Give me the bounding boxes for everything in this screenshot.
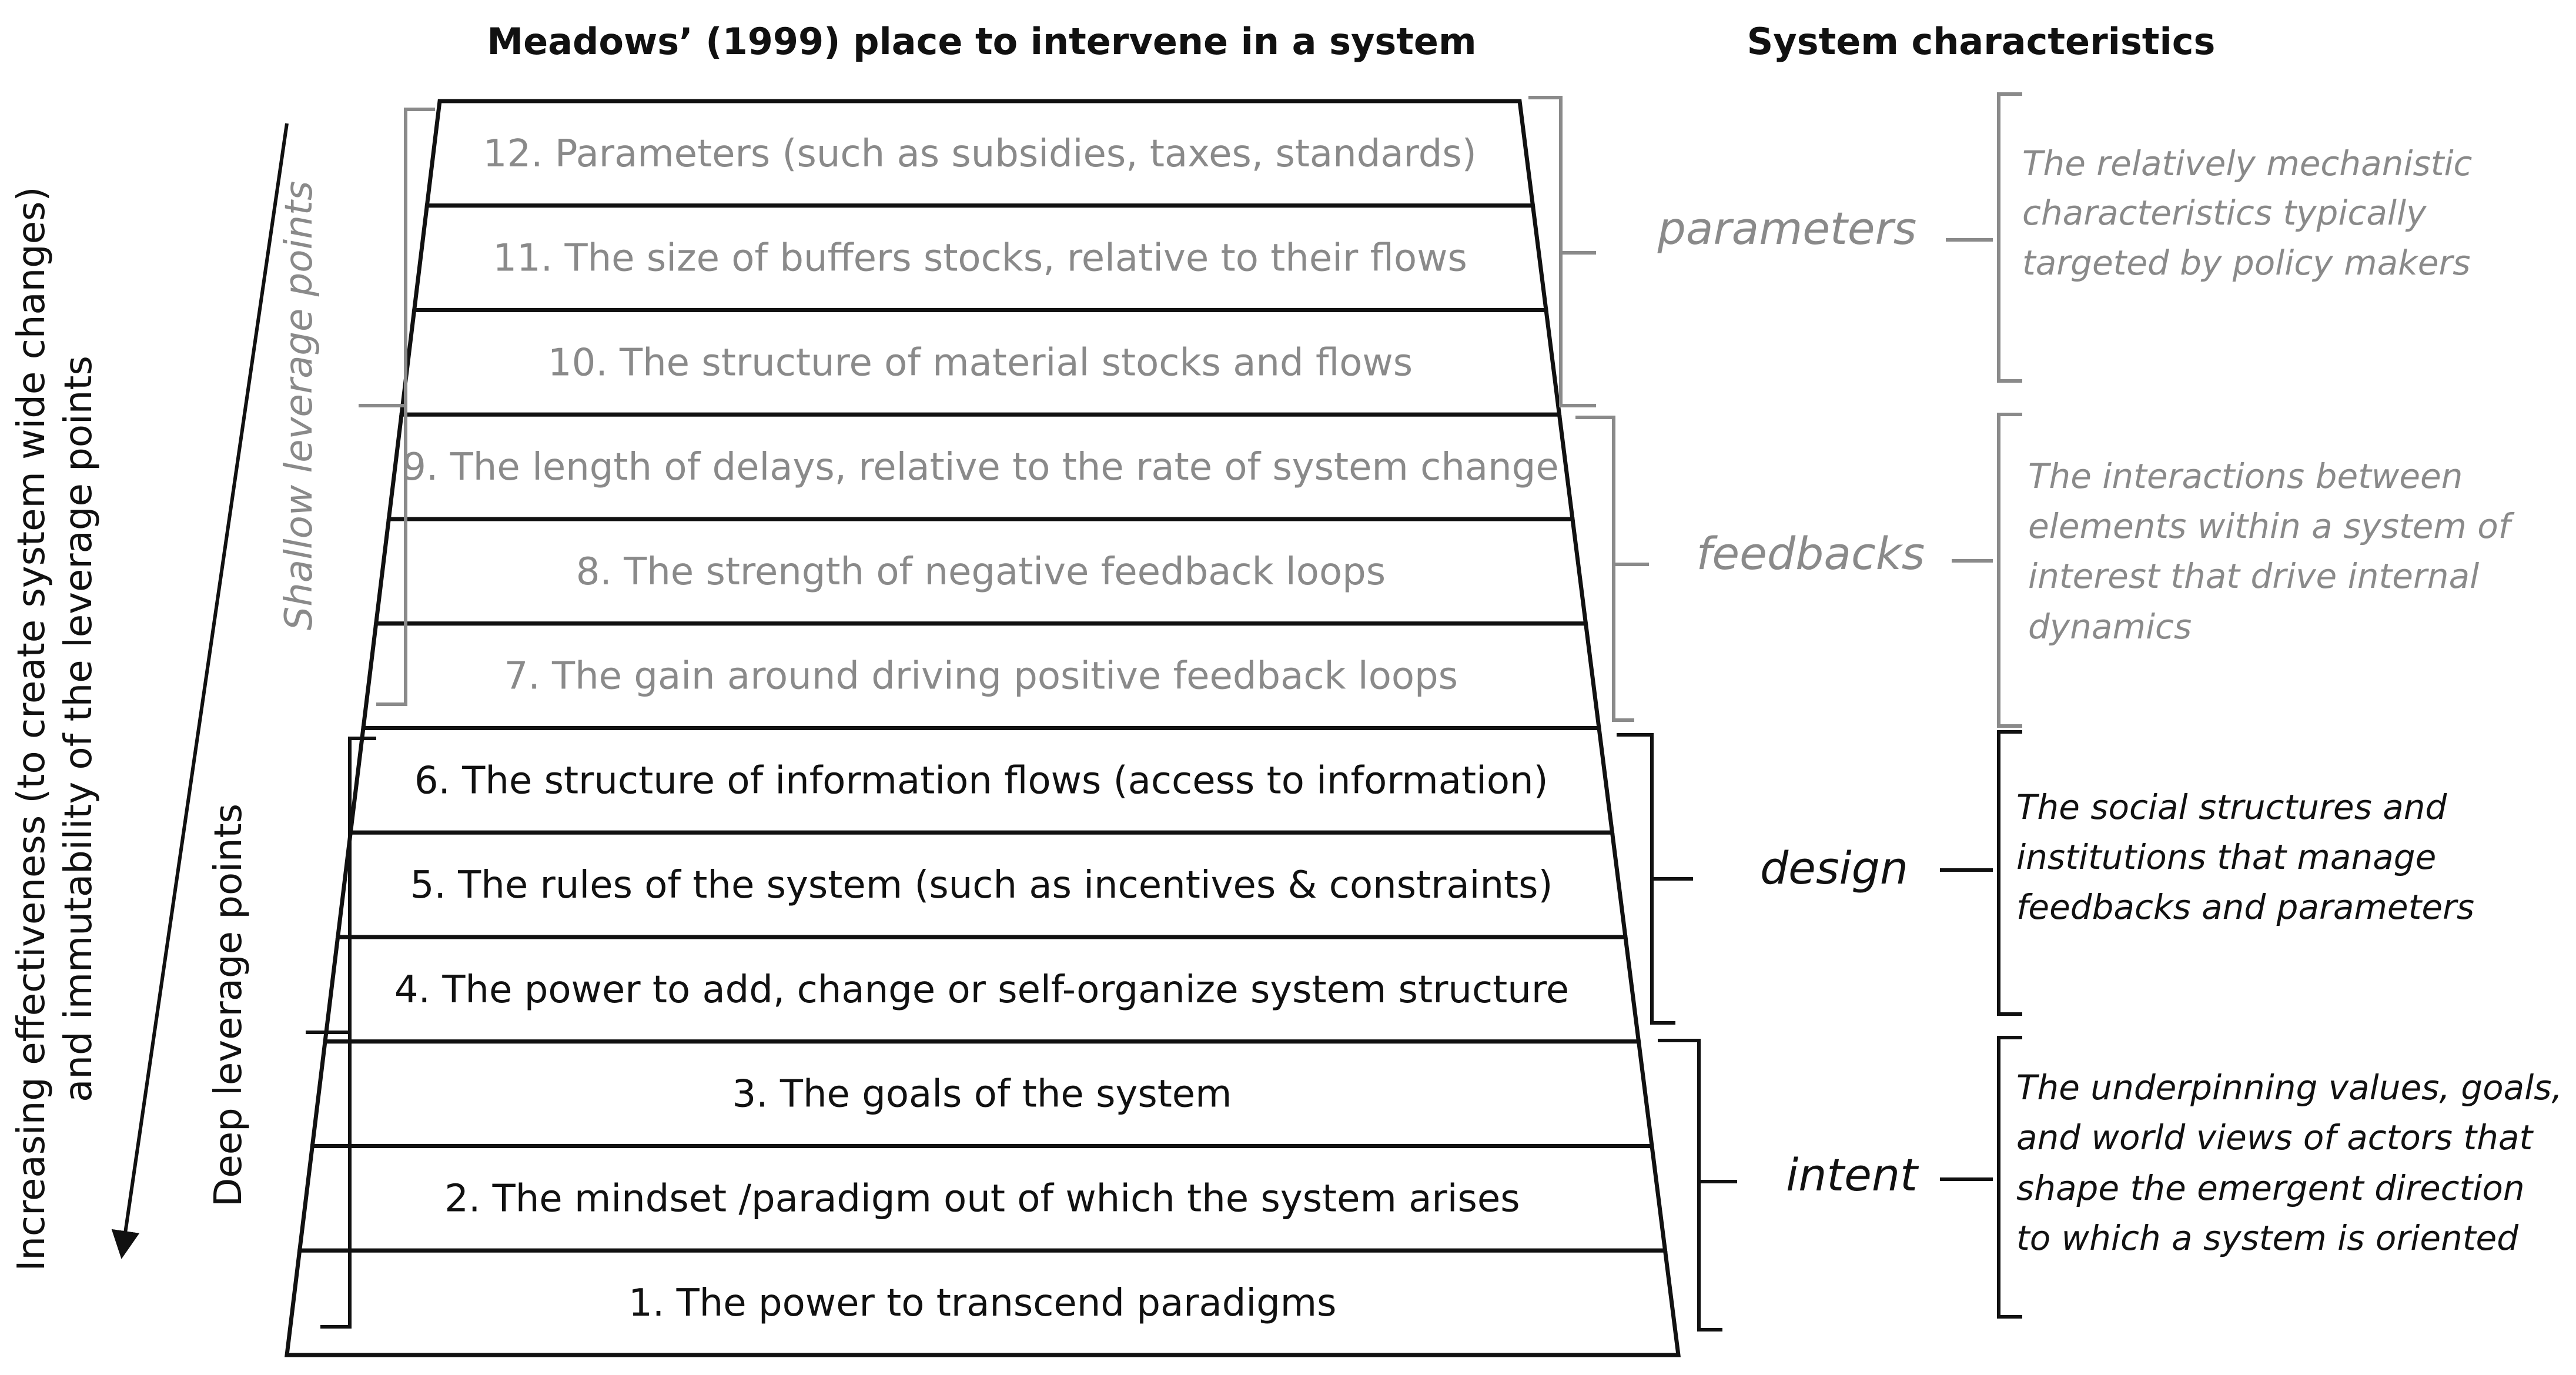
feedbacks-desc-line-2: elements within a system of: [2028, 506, 2515, 546]
leverage-point-1-text: 1. The power to transcend paradigms: [628, 1282, 1336, 1325]
feedbacks-desc-line-1: The interactions between: [2028, 456, 2463, 496]
effectiveness-label-line1: Increasing effectiveness (to create syst…: [10, 187, 53, 1272]
intent-desc-line-1: The underpinning values, goals,: [2016, 1068, 2562, 1108]
intent-desc-line-4: to which a system is oriented: [2016, 1218, 2519, 1258]
design-desc-bracket: [1997, 730, 2022, 1016]
leverage-point-6-text: 6. The structure of information flows (a…: [414, 759, 1548, 802]
intent-desc-line-2: and world views of actors that: [2016, 1118, 2534, 1157]
left-header: Meadows’ (1999) place to intervene in a …: [487, 20, 1476, 63]
leverage-point-5-text: 5. The rules of the system (such as ince…: [410, 864, 1553, 907]
intent-bracket: [1658, 1039, 1737, 1331]
parameters-desc-line-2: characteristics typically: [2022, 193, 2427, 233]
deep-bracket: [306, 737, 376, 1329]
parameters-desc-line-1: The relatively mechanistic: [2022, 143, 2473, 183]
category-feedbacks: feedbacks The interactions between eleme…: [1575, 413, 2515, 728]
deep-leverage-label: Deep leverage points: [207, 804, 250, 1207]
design-label: design: [1760, 842, 1908, 894]
design-desc-line-3: feedbacks and parameters: [2016, 887, 2474, 927]
parameters-bracket: [1528, 96, 1596, 407]
shallow-leverage-label: Shallow leverage points: [277, 181, 321, 631]
leverage-ladder: 12. Parameters (such as subsidies, taxes…: [285, 99, 1681, 1357]
feedbacks-desc-line-4: dynamics: [2028, 607, 2192, 647]
intent-desc-bracket: [1997, 1036, 2022, 1319]
leverage-row-1: [285, 1248, 1681, 1357]
shallow-bracket: [359, 108, 435, 706]
design-desc-line-2: institutions that manage: [2016, 837, 2436, 877]
category-intent: intent The underpinning values, goals, a…: [1658, 1036, 2562, 1331]
category-design: design The social structures and institu…: [1617, 730, 2474, 1025]
parameters-label: parameters: [1657, 202, 1917, 255]
parameters-desc-line-3: targeted by policy makers: [2022, 243, 2470, 283]
design-desc-line-1: The social structures and: [2016, 787, 2448, 827]
leverage-point-3-text: 3. The goals of the system: [732, 1073, 1232, 1116]
leverage-point-12-text: 12. Parameters (such as subsidies, taxes…: [483, 132, 1477, 176]
parameters-desc-bracket: [1997, 92, 2022, 383]
feedbacks-label: feedbacks: [1697, 527, 1925, 580]
category-parameters: parameters The relatively mechanistic ch…: [1528, 92, 2473, 407]
leverage-point-7-text: 7. The gain around driving positive feed…: [504, 655, 1458, 698]
effectiveness-label-line2: and immutability of the leverage points: [57, 356, 101, 1102]
leverage-point-10-text: 10. The structure of material stocks and…: [548, 341, 1413, 384]
right-header: System characteristics: [1747, 20, 2216, 63]
design-bracket: [1617, 733, 1693, 1025]
effectiveness-arrow: [111, 123, 289, 1259]
intent-desc-line-3: shape the emergent direction: [2016, 1168, 2525, 1208]
feedbacks-desc-bracket: [1997, 413, 2022, 728]
feedbacks-desc-line-3: interest that drive internal: [2028, 556, 2479, 596]
leverage-point-4-text: 4. The power to add, change or self-orga…: [394, 968, 1569, 1012]
intent-label: intent: [1786, 1149, 1919, 1201]
feedbacks-bracket: [1575, 416, 1649, 722]
leverage-point-2-text: 2. The mindset /paradigm out of which th…: [444, 1177, 1520, 1220]
leverage-point-11-text: 11. The size of buffers stocks, relative…: [493, 237, 1467, 280]
leverage-point-8-text: 8. The strength of negative feedback loo…: [576, 550, 1386, 594]
leverage-point-9-text: 9. The length of delays, relative to the…: [402, 446, 1558, 489]
